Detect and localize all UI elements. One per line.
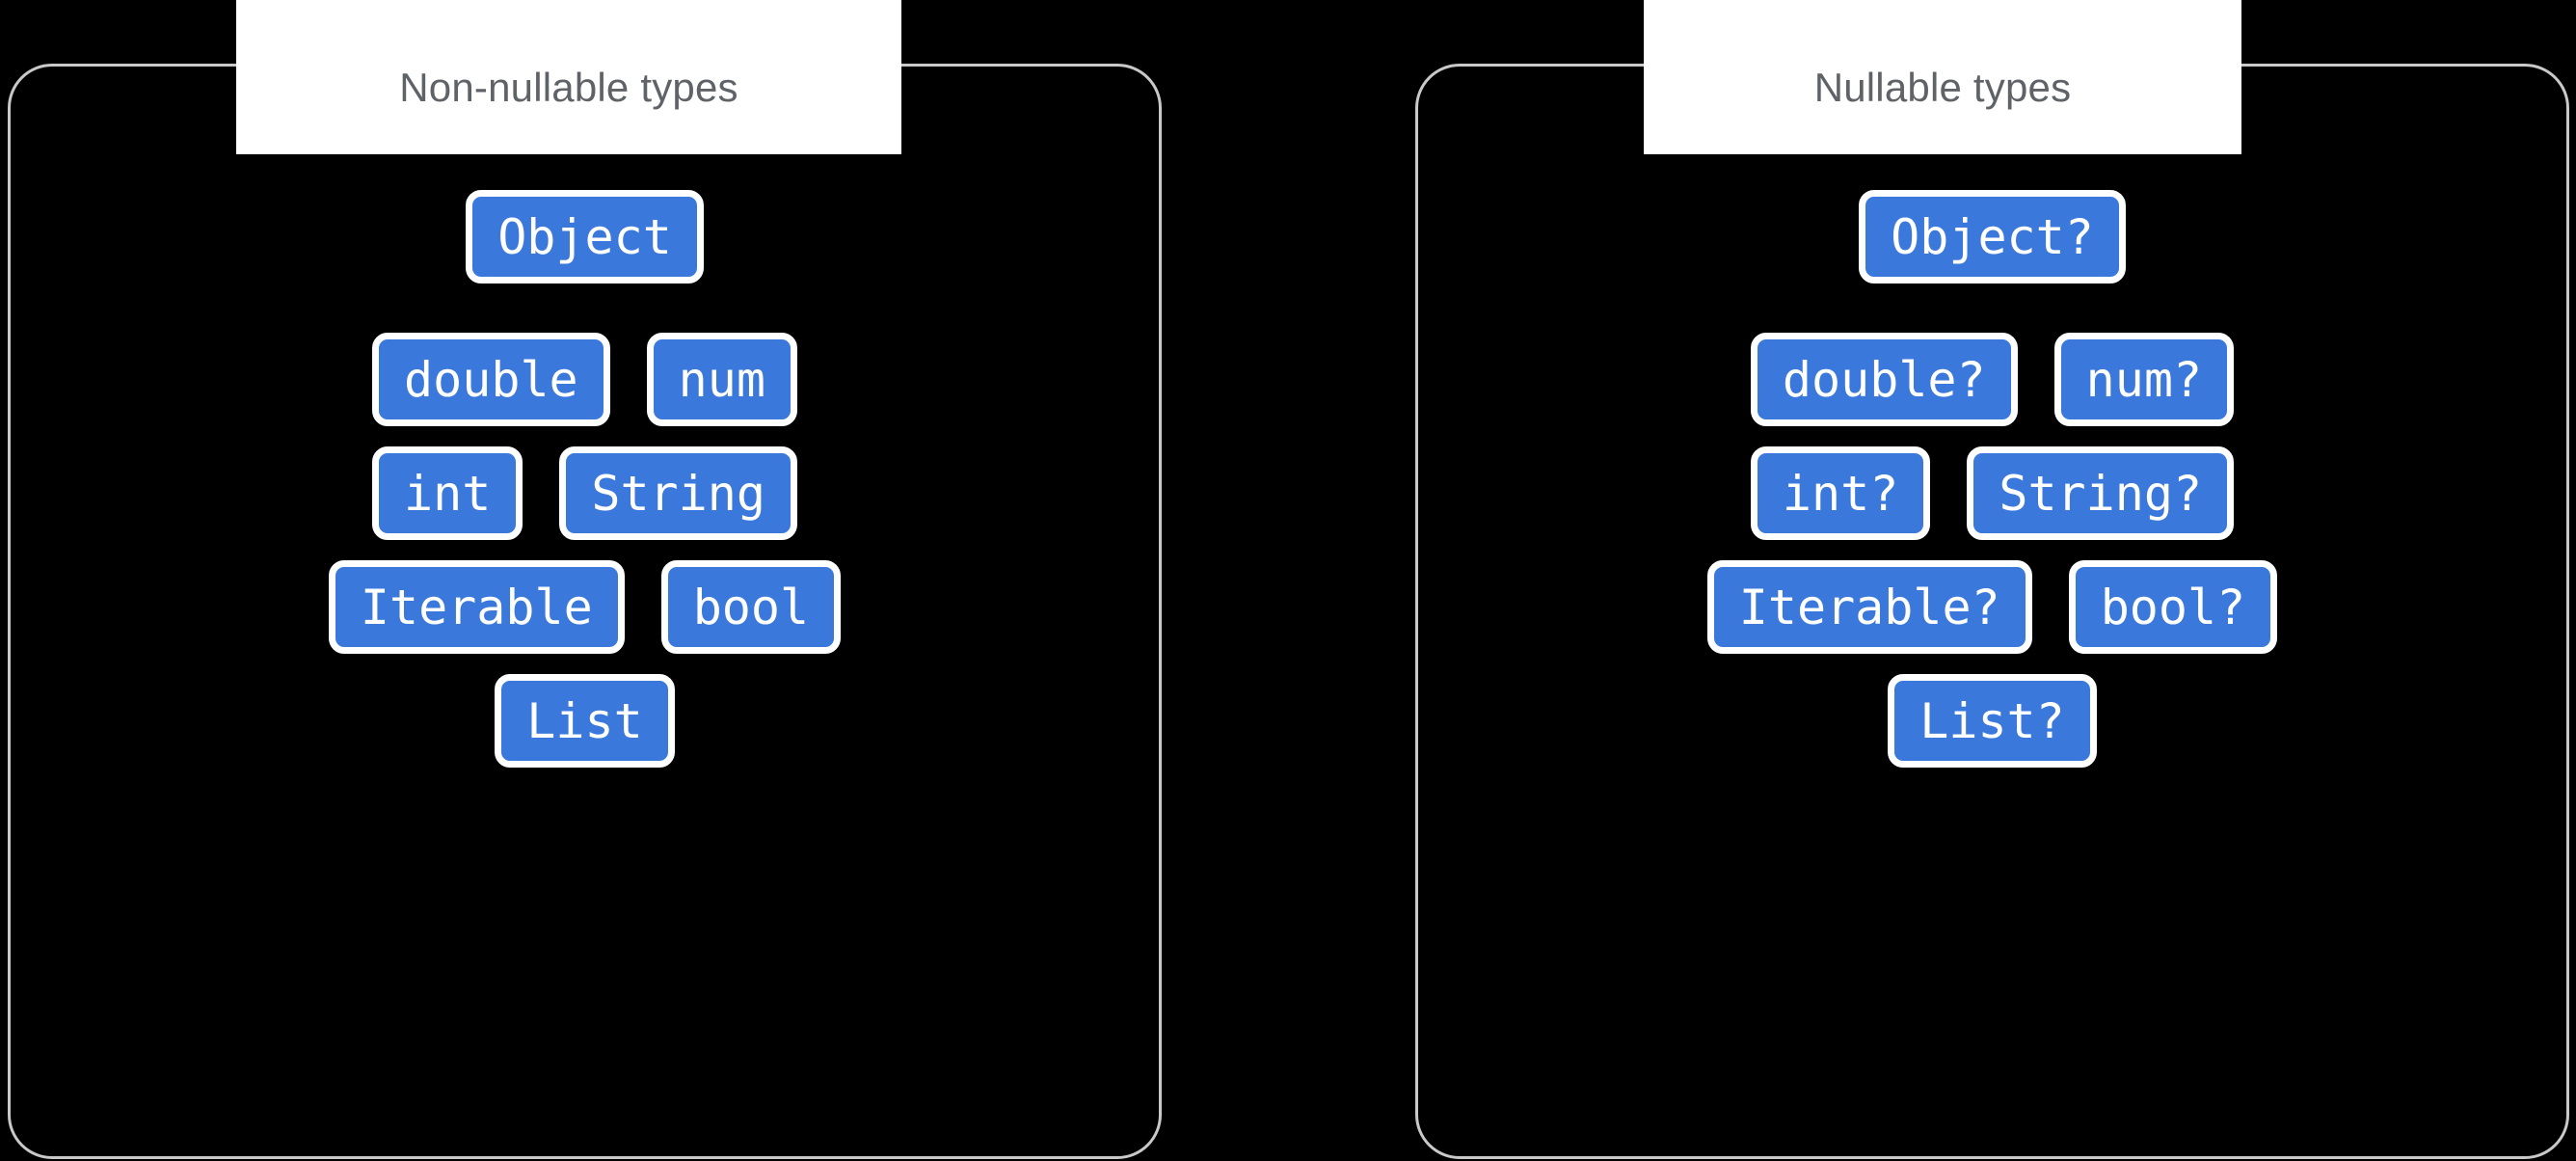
type-row: Iterable bool (8, 560, 1162, 654)
type-chip-num-nullable[interactable]: num? (2053, 333, 2235, 426)
type-chip-object-nullable[interactable]: Object? (1859, 190, 2126, 284)
type-chip-int[interactable]: int (372, 446, 523, 540)
type-row: Object (8, 190, 1162, 284)
panel-title-nullable-types: Nullable types (1644, 0, 2241, 154)
type-chip-double[interactable]: double (372, 333, 610, 426)
type-chip-string-nullable[interactable]: String? (1967, 446, 2235, 540)
type-row: int String (8, 446, 1162, 540)
type-row: List? (1415, 674, 2569, 768)
type-chip-bool-nullable[interactable]: bool? (2068, 560, 2278, 654)
panel-title-non-nullable-types: Non-nullable types (236, 0, 901, 154)
type-row: int? String? (1415, 446, 2569, 540)
type-chip-iterable-nullable[interactable]: Iterable? (1706, 560, 2032, 654)
type-chip-iterable[interactable]: Iterable (328, 560, 625, 654)
type-row: double num (8, 333, 1162, 426)
type-chip-bool[interactable]: bool (660, 560, 842, 654)
type-chip-double-nullable[interactable]: double? (1750, 333, 2018, 426)
type-row: double? num? (1415, 333, 2569, 426)
type-chip-object[interactable]: Object (466, 190, 704, 284)
type-row: Object? (1415, 190, 2569, 284)
type-chip-num[interactable]: num (646, 333, 797, 426)
type-chip-list-nullable[interactable]: List? (1888, 674, 2097, 768)
type-chip-int-nullable[interactable]: int? (1750, 446, 1931, 540)
type-row: Iterable? bool? (1415, 560, 2569, 654)
type-chip-string[interactable]: String (559, 446, 797, 540)
type-row: List (8, 674, 1162, 768)
type-chip-list[interactable]: List (495, 674, 675, 768)
